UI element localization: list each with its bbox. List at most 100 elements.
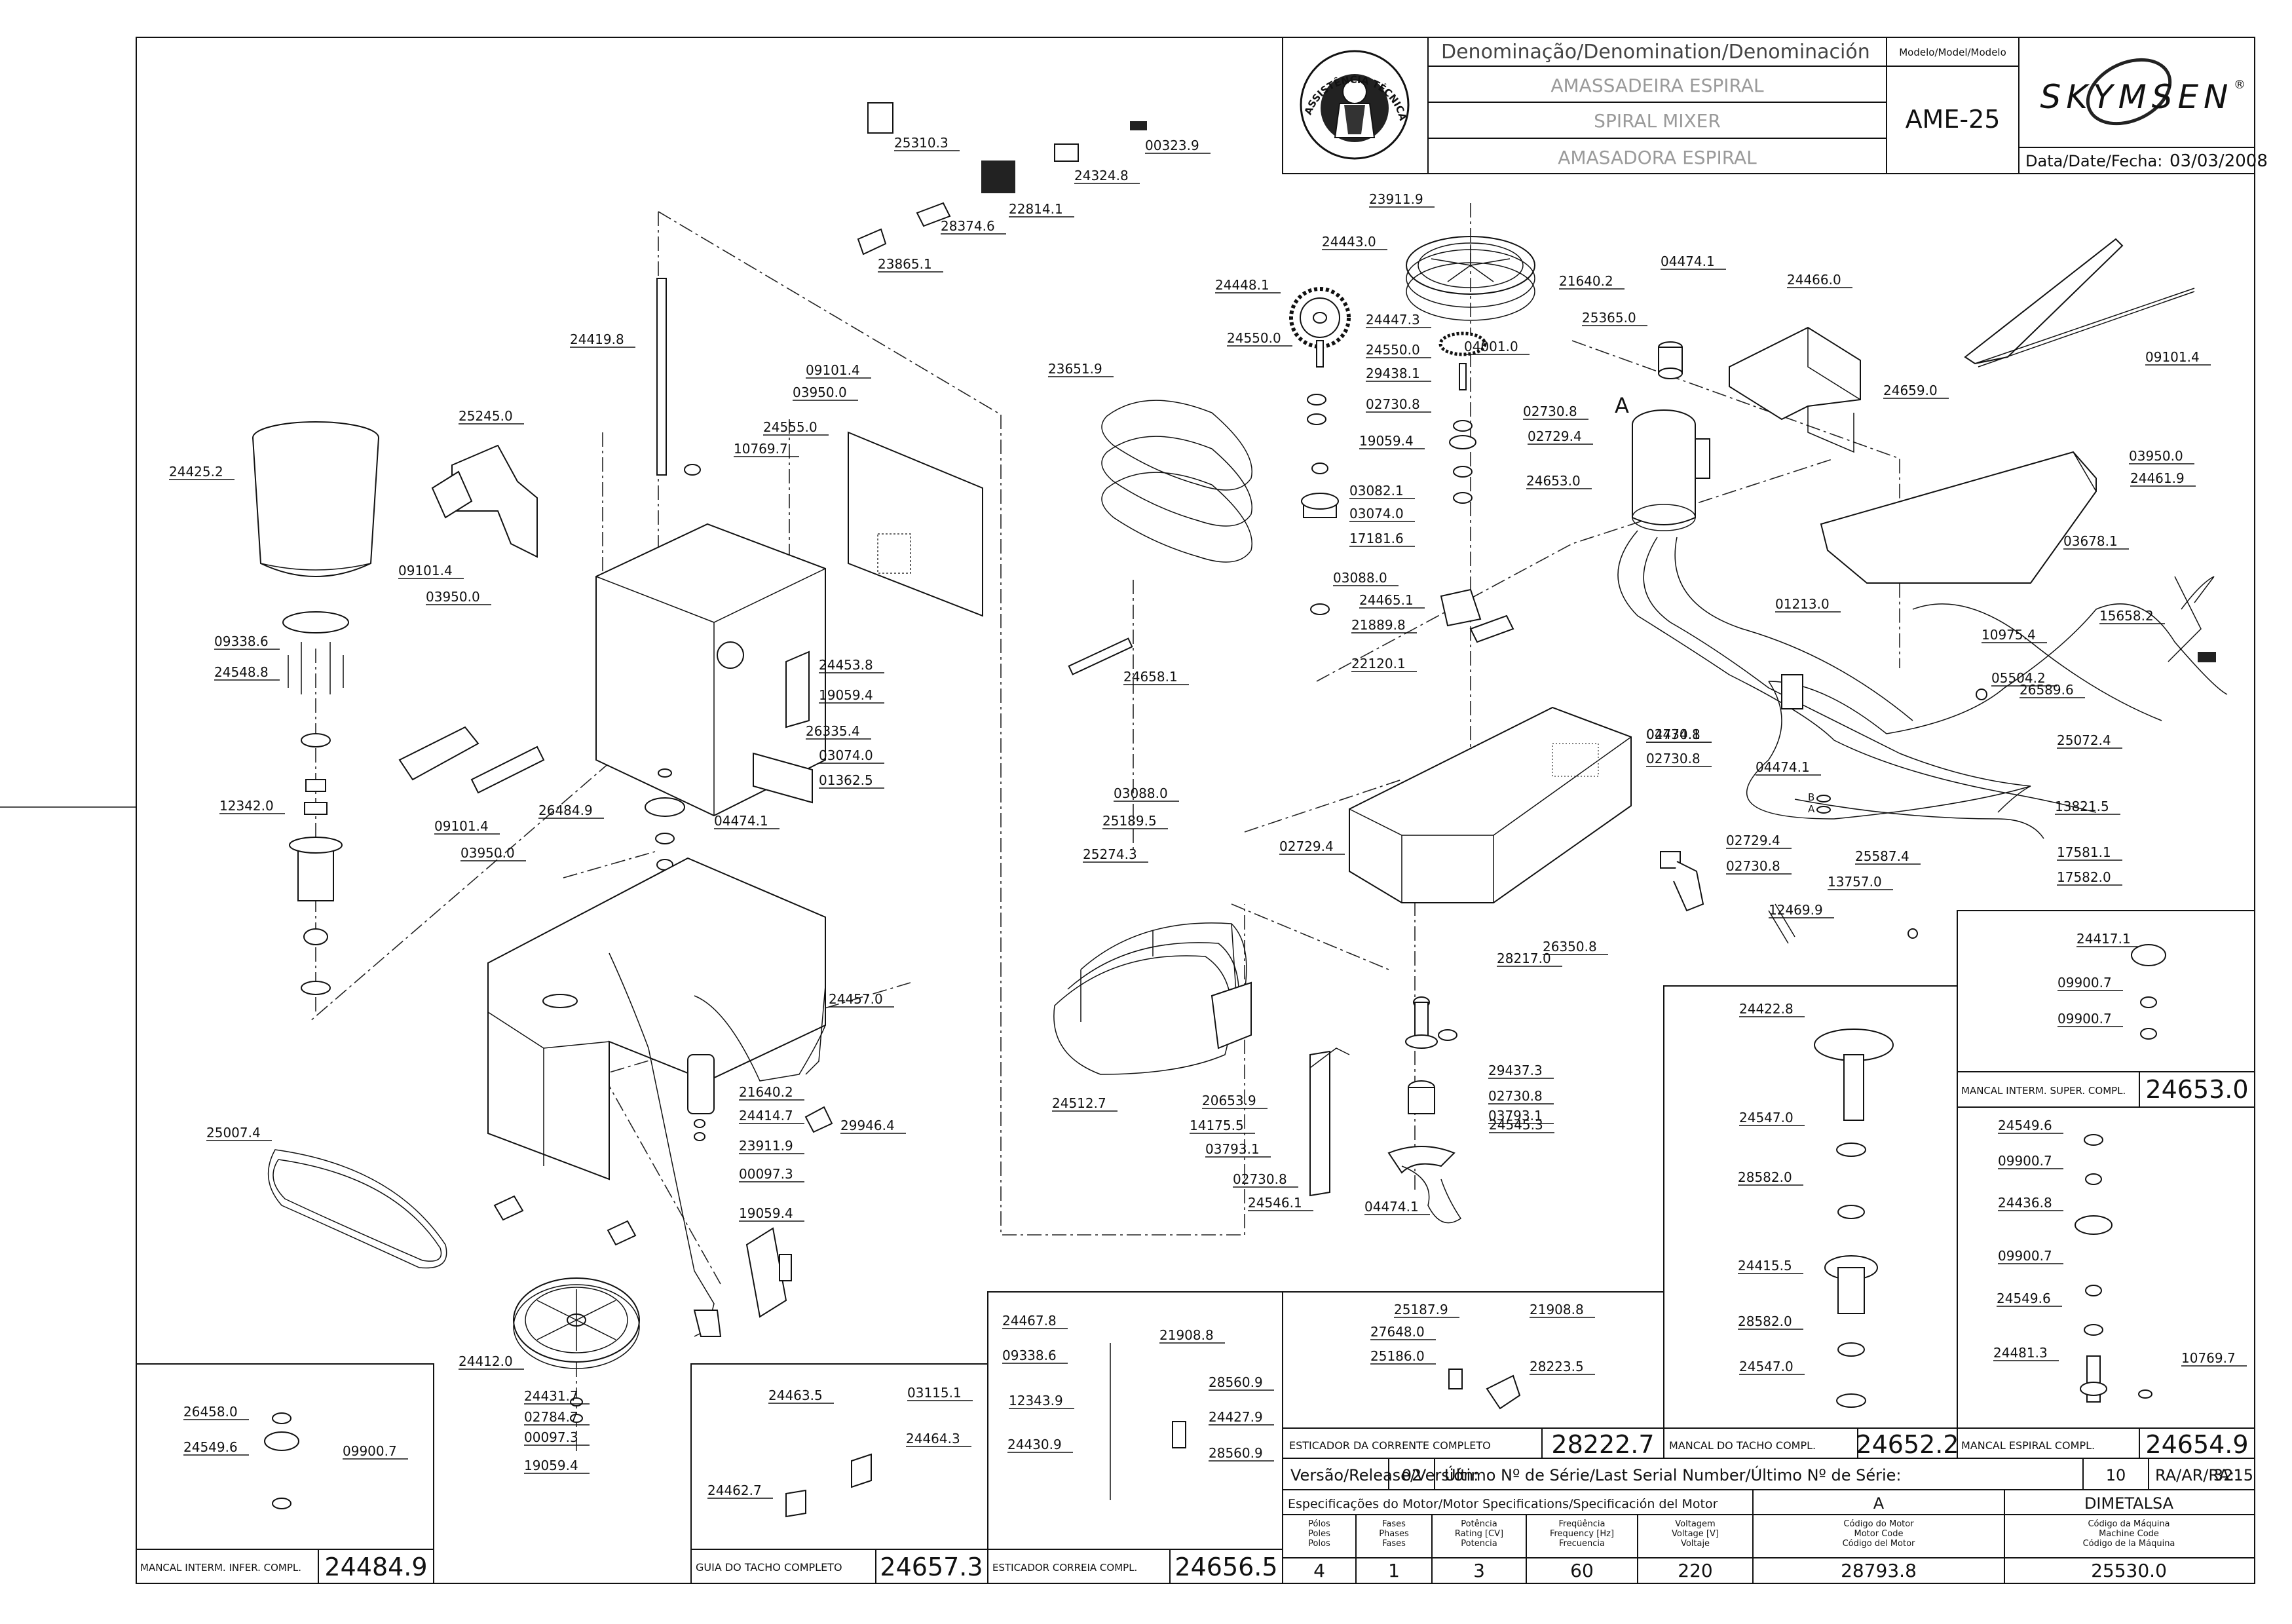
part-callout: 26350.8 [1543, 939, 1597, 954]
denomination-header: Denominação/Denomination/Denominación [1441, 41, 1870, 64]
part-callout: 24549.6 [1997, 1291, 2051, 1306]
part-callout: 24465.1 [1359, 592, 1414, 608]
part-callout: 19059.4 [1359, 433, 1414, 449]
name-en: SPIRAL MIXER [1594, 110, 1721, 132]
part-callout: 24415.5 [1738, 1258, 1792, 1274]
part-callout: 24653.0 [1526, 473, 1581, 489]
part-callout: 04474.1 [1364, 1199, 1419, 1215]
part-callout: 02730.8 [1646, 751, 1700, 766]
assembly-label: MANCAL DO TACHO COMPL. [1669, 1439, 1816, 1452]
part-callout: 27648.0 [1370, 1324, 1425, 1340]
model-label: Modelo/Model/Modelo [1899, 47, 2006, 58]
part-callout: 23911.9 [739, 1138, 793, 1154]
part-callout: 25187.9 [1394, 1302, 1448, 1317]
part-callout: 02730.8 [1488, 1088, 1543, 1104]
part-callout: 24658.1 [1123, 669, 1178, 685]
part-callout: 04474.1 [1756, 759, 1810, 775]
part-callout: 02730.8 [1233, 1171, 1287, 1187]
motor-spec-table: PólosPolesPolos4FasesPhasesFases1Potênci… [1308, 1519, 2175, 1581]
part-callout: 24463.5 [768, 1388, 823, 1403]
svg-text:®: ® [2234, 78, 2245, 92]
part-callout: 03088.0 [1333, 570, 1387, 586]
assembly-code: 24654.9 [2145, 1430, 2248, 1459]
part-callout: 24464.3 [906, 1431, 960, 1446]
part-callout: 00097.3 [739, 1166, 793, 1182]
part-callout: 09101.4 [2145, 349, 2200, 365]
assembly-code: 24484.9 [324, 1553, 427, 1581]
part-callout: 26335.4 [806, 723, 860, 739]
part-callout: 25245.0 [459, 408, 513, 424]
part-callout: 25587.4 [1855, 848, 1909, 864]
part-callout: 24447.3 [1366, 312, 1420, 328]
assembly-label: MANCAL INTERM. SUPER. COMPL. [1961, 1085, 2126, 1097]
part-callout: 23911.9 [1369, 191, 1423, 207]
part-callout: 24547.0 [1739, 1110, 1794, 1125]
spec-column-label: Polos [1308, 1539, 1330, 1549]
part-callout: 29437.3 [1488, 1063, 1543, 1078]
spec-column-value: 220 [1678, 1560, 1712, 1581]
part-callout: 24549.6 [183, 1439, 238, 1455]
part-callout: 28582.0 [1738, 1169, 1792, 1185]
wire-marker-b: B [1808, 791, 1814, 803]
part-callout: 04474.1 [714, 813, 768, 829]
part-callout: 17582.0 [2057, 869, 2111, 885]
spec-column-value: 4 [1313, 1560, 1325, 1581]
part-callout: 03074.0 [819, 747, 873, 763]
spec-column-label: Phases [1379, 1529, 1409, 1539]
part-callout: 28582.0 [1738, 1313, 1792, 1329]
spec-column-label: Voltaje [1681, 1539, 1710, 1549]
spec-column-label: Fases [1382, 1539, 1406, 1549]
part-callout: 24466.0 [1787, 272, 1841, 288]
part-callout: 21640.2 [1559, 273, 1613, 289]
part-callout: 01213.0 [1775, 596, 1830, 612]
part-callout: 24427.9 [1209, 1409, 1263, 1425]
part-callout: 21908.8 [1159, 1327, 1214, 1343]
wire-marker-a: A [1808, 803, 1815, 815]
assembly-label: MANCAL ESPIRAL COMPL. [1961, 1439, 2095, 1452]
part-callout: 24443.0 [1322, 234, 1376, 250]
model-value: AME-25 [1906, 105, 2001, 134]
part-callout: 21908.8 [1530, 1302, 1584, 1317]
part-callout: 24549.6 [1998, 1118, 2052, 1133]
part-callout: 20653.9 [1202, 1093, 1256, 1108]
assembly-code: 28222.7 [1551, 1430, 1654, 1459]
part-callout: 02730.8 [1726, 858, 1780, 874]
part-callout: 24414.7 [739, 1108, 793, 1124]
bottom-info-block: Versão/Release/Versión: 02 Último Nº de … [1282, 1458, 2255, 1584]
part-callout: 09101.4 [434, 818, 489, 834]
part-callout: 14175.5 [1190, 1118, 1244, 1133]
part-callout: 09900.7 [343, 1443, 397, 1459]
spec-column-value: 28793.8 [1841, 1560, 1917, 1581]
spec-column-label: Rating [CV] [1455, 1529, 1503, 1539]
spec-column-value: 60 [1570, 1560, 1594, 1581]
version-label: Versão/Release/Versión: [1290, 1466, 1478, 1484]
part-callout: 02784.7 [524, 1409, 578, 1425]
part-callout: 13757.0 [1828, 874, 1882, 890]
assembly-label: ESTICADOR DA CORRENTE COMPLETO [1289, 1439, 1491, 1452]
part-callout: 24436.8 [1998, 1195, 2052, 1211]
part-callout: 26589.6 [2020, 682, 2074, 698]
part-callout: 03950.0 [426, 589, 480, 605]
assembly-label: ESTICADOR CORREIA COMPL. [992, 1562, 1137, 1574]
skymsen-logo: SKYMSEN ® [2040, 58, 2245, 126]
part-callout: 02729.4 [1726, 833, 1780, 848]
spec-column-label: Voltagem [1675, 1519, 1715, 1529]
part-callout: 09338.6 [1002, 1348, 1057, 1363]
part-callout: 24546.1 [1248, 1195, 1302, 1211]
part-callout: 24422.8 [1739, 1001, 1794, 1017]
part-callout: 26458.0 [183, 1404, 238, 1420]
part-callout: 19059.4 [739, 1205, 793, 1221]
part-callout: 02730.8 [1646, 727, 1700, 742]
part-callout: 12343.9 [1009, 1393, 1063, 1408]
part-callout: 10769.7 [2181, 1350, 2236, 1366]
part-callout: 24431.7 [524, 1388, 578, 1404]
part-callout: 09101.4 [398, 563, 453, 578]
assembly-code: 24652.2 [1856, 1430, 1959, 1459]
spec-column-value: 3 [1473, 1560, 1485, 1581]
part-callout: 02729.4 [1279, 839, 1334, 854]
part-callout: 09900.7 [2057, 1011, 2112, 1027]
part-callout: 24545.3 [1489, 1117, 1543, 1133]
ra-value: 3215 [2213, 1466, 2253, 1484]
spec-column-label: Potencia [1461, 1539, 1497, 1549]
part-callout: 24550.0 [1366, 342, 1420, 358]
